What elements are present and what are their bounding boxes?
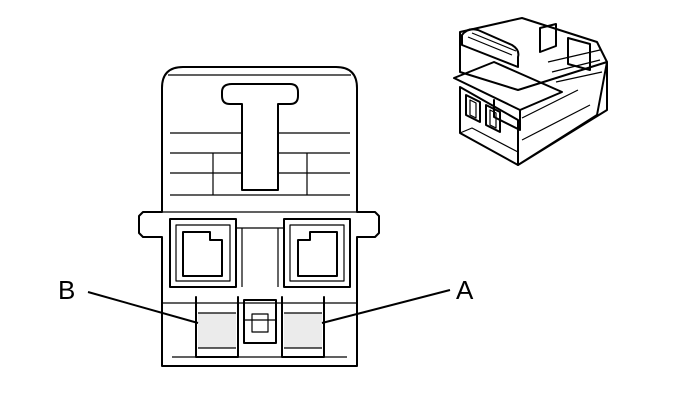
- iso-terminals: [469, 99, 497, 129]
- iso-post-2: [567, 37, 591, 71]
- center-key: [243, 299, 277, 344]
- terminal-cavity-a: [283, 218, 351, 288]
- connector-front-view: [138, 66, 380, 367]
- callout-a: A: [321, 275, 474, 324]
- iso-latch-top: [461, 28, 520, 68]
- iso-latch-body: [453, 61, 563, 111]
- terminal-cavity-b: [169, 218, 237, 288]
- iso-cavity-right: [485, 104, 501, 133]
- latch-channel: [221, 83, 299, 191]
- iso-base-edge: [459, 127, 519, 165]
- callout-b-leader: [87, 291, 199, 324]
- callout-b: B: [58, 275, 199, 324]
- iso-side-ribs: [521, 89, 591, 141]
- callout-a-label: A: [456, 275, 474, 305]
- iso-latch-ribs: [467, 32, 517, 56]
- terminal-slot-b: [195, 296, 239, 358]
- terminal-slot-a: [281, 296, 325, 358]
- iso-cavity-left: [465, 94, 481, 123]
- connector-body-outline: [138, 66, 380, 367]
- center-web: [236, 227, 284, 287]
- iso-top-face: [459, 17, 608, 91]
- callout-a-leader: [321, 289, 451, 324]
- iso-post-1: [539, 23, 557, 53]
- connector-isometric-view: [453, 17, 608, 166]
- callout-b-label: B: [58, 275, 75, 305]
- rib-verticals: [212, 153, 308, 195]
- iso-top-ribs: [547, 49, 603, 83]
